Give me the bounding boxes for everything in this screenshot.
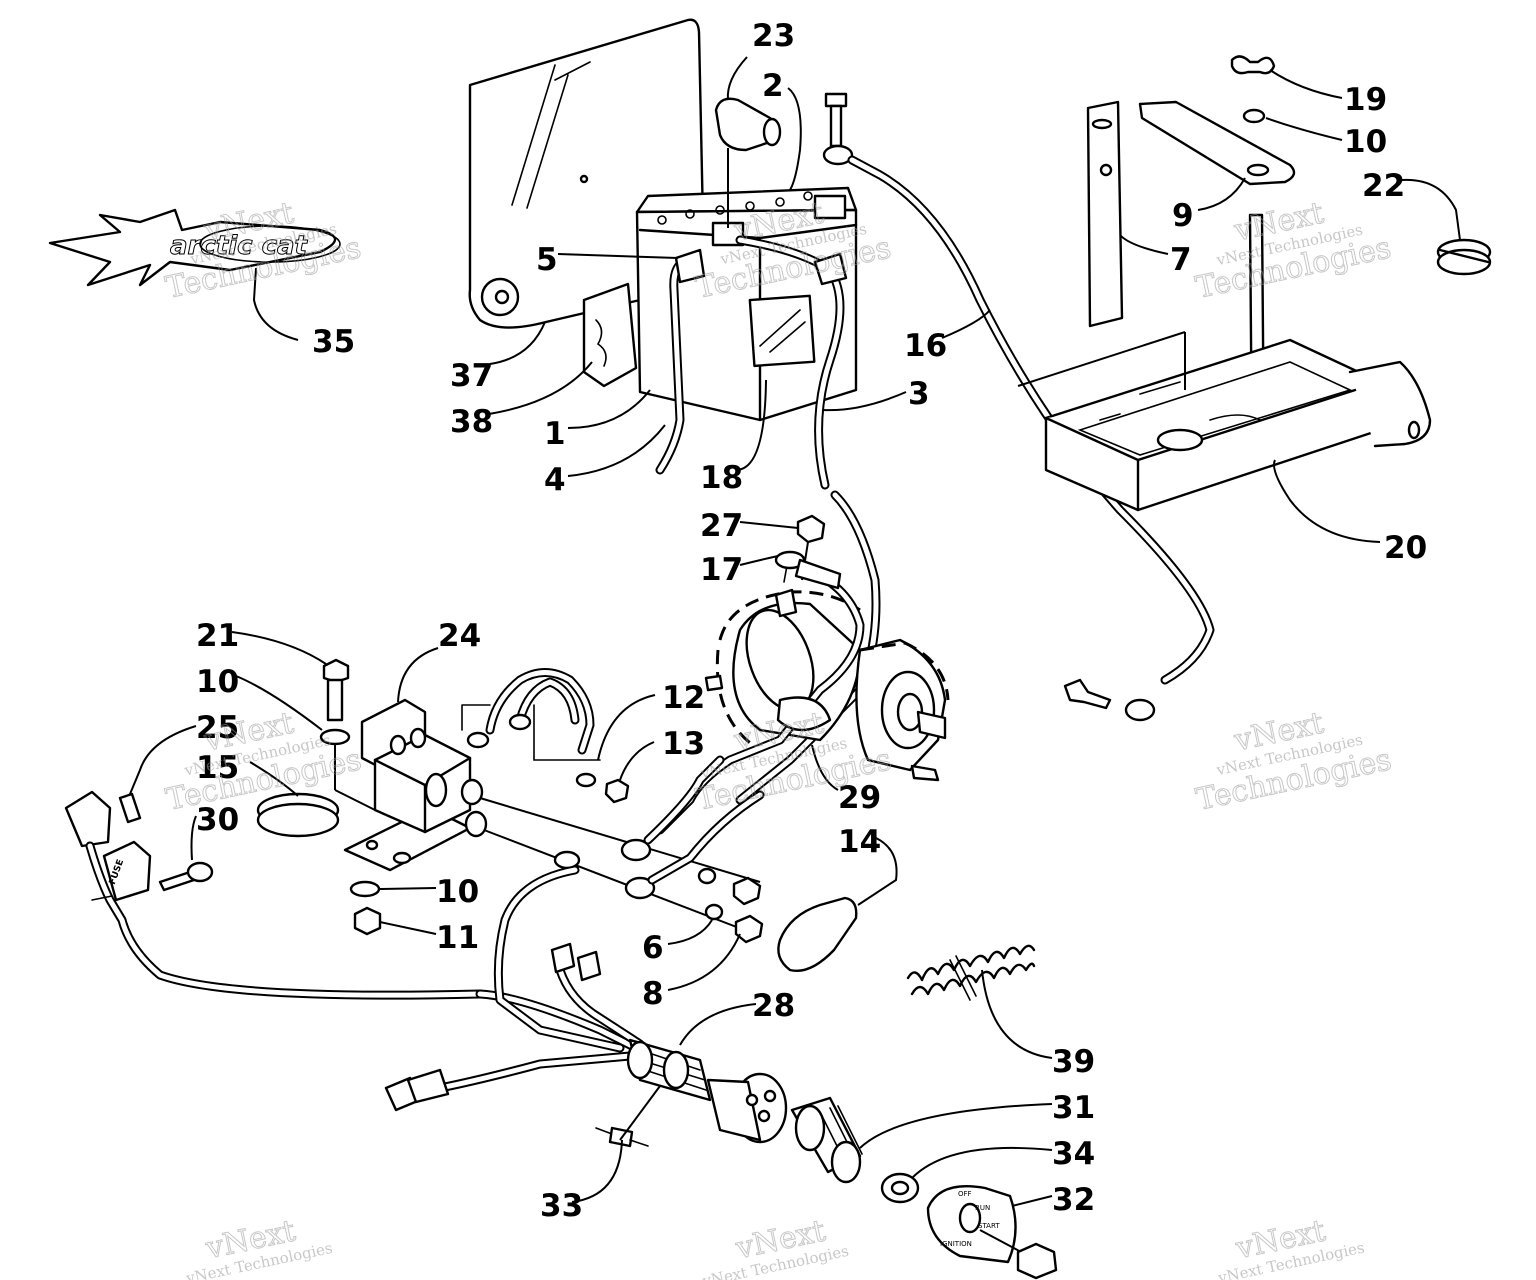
battery-tray [1017, 331, 1432, 512]
callout-34: 34 [1052, 1136, 1095, 1172]
callout-16: 16 [904, 328, 947, 364]
tie-strap [776, 696, 832, 732]
switch-ignition-label: IGNITION [940, 1240, 972, 1248]
callout-14: 14 [838, 824, 881, 860]
callout-35: 35 [312, 324, 355, 360]
callout-10-upper: 10 [1344, 124, 1387, 160]
callout-29: 29 [838, 780, 881, 816]
callout-2: 2 [762, 68, 784, 104]
callout-12: 12 [662, 680, 705, 716]
callout-20: 20 [1384, 530, 1427, 566]
callout-25: 25 [196, 710, 239, 746]
callout-13: 13 [662, 726, 705, 762]
callout-28: 28 [752, 988, 795, 1024]
callout-31: 31 [1052, 1090, 1095, 1126]
callout-labels: 23 2 19 10 22 5 9 7 35 16 37 38 1 3 4 18… [196, 18, 1427, 1224]
callout-22: 22 [1362, 168, 1405, 204]
callout-33: 33 [540, 1188, 583, 1224]
hose-clamp [1436, 238, 1492, 276]
wing-nut [1230, 55, 1276, 124]
starter-solenoid [343, 698, 488, 872]
logo-lettering: arctic cat [170, 231, 309, 261]
switch-run-label: RUN [975, 1204, 990, 1212]
wiring-harness [384, 865, 788, 1144]
callout-11: 11 [436, 920, 479, 956]
callout-10-lower: 10 [436, 874, 479, 910]
callout-19: 19 [1344, 82, 1387, 118]
negative-cable [655, 248, 706, 475]
washer-17 [774, 550, 806, 570]
callout-38: 38 [450, 404, 493, 440]
switch-off-label: OFF [958, 1190, 972, 1198]
callout-18: 18 [700, 460, 743, 496]
battery-strap [1138, 100, 1296, 186]
callout-24: 24 [438, 618, 481, 654]
fuse-assembly: FUSE [64, 790, 485, 1000]
watermark-7: vNext Technologies vNext [184, 1213, 334, 1280]
callout-30: 30 [196, 802, 239, 838]
callout-15: 15 [196, 750, 239, 786]
callout-7: 7 [1170, 242, 1192, 278]
terminal-12 [575, 772, 597, 788]
solenoid-jumper [461, 668, 601, 761]
cable-terminals [553, 755, 765, 944]
callout-5: 5 [536, 242, 558, 278]
callout-37: 37 [450, 358, 493, 394]
watermark-6: vNext Technologies vNext Technologies [1193, 705, 1395, 818]
callout-6: 6 [642, 930, 664, 966]
mount-hardware [319, 658, 382, 936]
switch-start-label: START [978, 1222, 1000, 1230]
callout-23: 23 [752, 18, 795, 54]
nut-27 [796, 514, 826, 544]
watermark-9: vNext Technologies vNext [1216, 1213, 1366, 1280]
callout-4: 4 [544, 462, 566, 498]
callout-21: 21 [196, 618, 239, 654]
callout-17: 17 [700, 552, 743, 588]
lock-washer [880, 1172, 920, 1204]
callout-1: 1 [544, 416, 566, 452]
leader-lines [129, 56, 1461, 1207]
foam-pad [582, 282, 638, 388]
callout-27: 27 [700, 508, 743, 544]
coil-spring [906, 944, 1036, 1001]
callout-9: 9 [1172, 198, 1194, 234]
callout-39: 39 [1052, 1044, 1095, 1080]
ignition-switch [790, 1096, 863, 1184]
hold-down-bracket [1086, 100, 1124, 328]
logo-decal: arctic cat [48, 208, 341, 287]
callout-3: 3 [908, 376, 930, 412]
cable-boot [777, 896, 858, 972]
switch-plate: OFF RUN START IGNITION [926, 1185, 1058, 1280]
wire-clamp [256, 792, 340, 838]
starter-motor [704, 559, 950, 782]
callout-10-middle: 10 [196, 664, 239, 700]
callout-8: 8 [642, 976, 664, 1012]
watermark-8: vNext Technologies vNext [700, 1213, 850, 1280]
nut-13 [604, 778, 630, 804]
callout-32: 32 [1052, 1182, 1095, 1218]
